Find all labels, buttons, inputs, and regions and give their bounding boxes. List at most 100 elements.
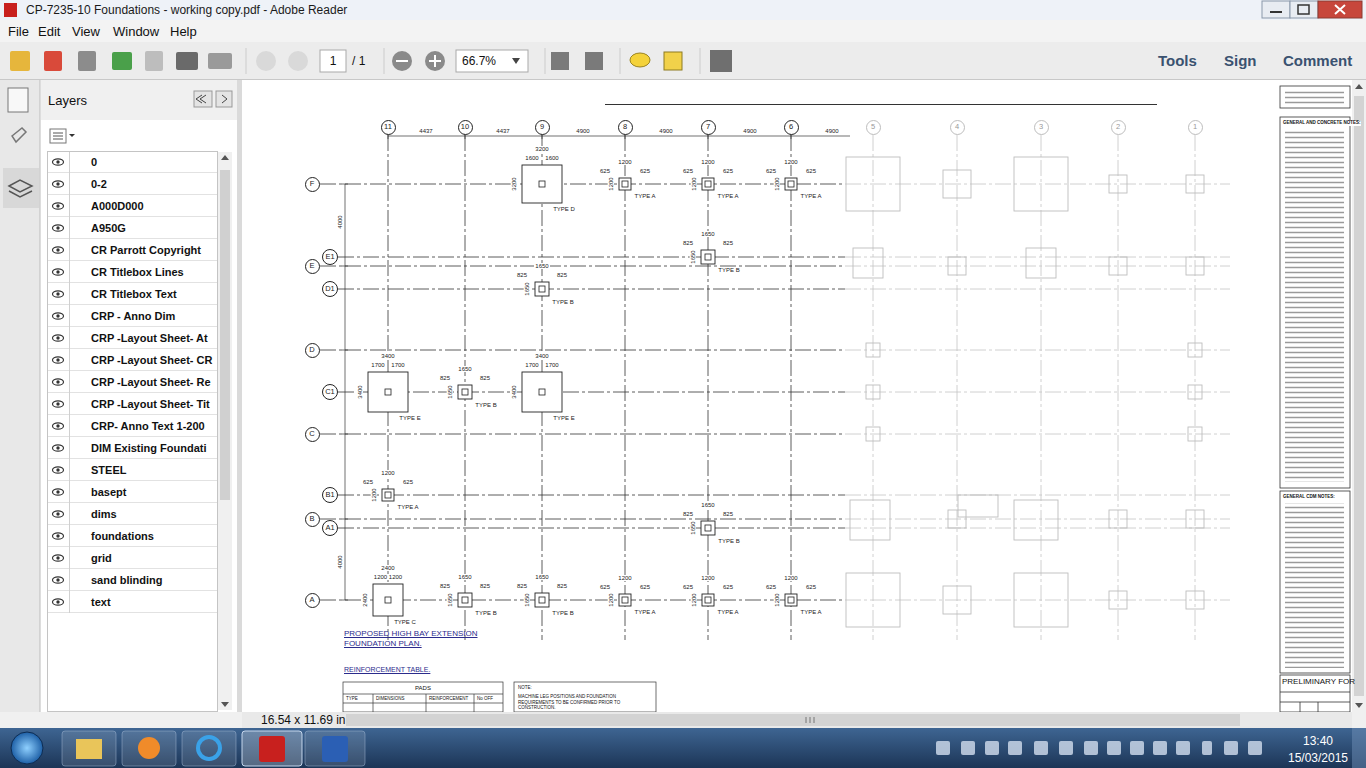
pad-type: TYPE A (633, 609, 656, 615)
dimension-text: 1700 (544, 362, 559, 368)
dimension-text: 1200 (700, 575, 715, 581)
dimension-text: 1650 (700, 231, 715, 237)
table-title: REINFORCEMENT TABLE. (344, 666, 430, 673)
layer-name: 0-2 (91, 179, 107, 190)
pad-type: TYPE E (398, 415, 421, 421)
dimension-text: 3400 (380, 353, 395, 359)
layer-name: A000D000 (91, 201, 144, 212)
dimension-text: 825 (556, 272, 568, 278)
dimension-text: 1650 (447, 592, 453, 607)
pad-type: TYPE A (716, 609, 739, 615)
grid-bubble: 5 (866, 120, 881, 135)
grid-bubble: 11 (381, 120, 396, 135)
grid-reference: 3 (1039, 123, 1043, 131)
dimension-text: 1200 (608, 176, 614, 191)
pad-type: TYPE A (799, 609, 822, 615)
panel-title: Layers (48, 94, 87, 107)
menu-item: Help (170, 25, 197, 38)
table-header: No OFF (477, 697, 493, 702)
dimension-text: 1650 (457, 366, 472, 372)
pad-type: TYPE B (551, 299, 574, 305)
page-size: 16.54 x 11.69 in (261, 714, 346, 726)
dimension-text: 825 (479, 375, 491, 381)
table-header: PADS (415, 685, 431, 691)
layer-name: DIM Existing Foundati (91, 443, 207, 454)
dimension-text: 1200 (774, 176, 780, 191)
zoom-value: 66.7% (462, 55, 496, 67)
grid-bubble: D (305, 343, 320, 358)
grid-bubble: A1 (322, 520, 338, 536)
pad-type: TYPE A (716, 193, 739, 199)
dimension-text: 1650 (700, 502, 715, 508)
layer-name: CRP- Anno Text 1-200 (91, 421, 205, 432)
dimension-text: 4900 (575, 128, 590, 134)
clock-date: 15/03/2015 (1288, 752, 1348, 764)
grid-bubble: E1 (322, 249, 338, 265)
dimension-text: 625 (722, 168, 734, 174)
dimension-text: 1200 (691, 592, 697, 607)
dimension-text: 1650 (690, 520, 696, 535)
pad-type: TYPE B (717, 267, 740, 273)
dimension-text: 625 (682, 168, 694, 174)
grid-reference: C1 (325, 388, 335, 396)
layer-name: CRP -Layout Sheet- At (91, 333, 208, 344)
dimension-text: 625 (805, 168, 817, 174)
grid-reference: A (309, 596, 314, 604)
dimension-text: 625 (682, 584, 694, 590)
grid-bubble: 7 (701, 120, 716, 135)
pad-type: TYPE A (633, 193, 656, 199)
menu-item: Window (113, 25, 159, 38)
dimension-text: 625 (599, 584, 611, 590)
table-header: DIMENSIONS (376, 697, 405, 702)
grid-reference: D1 (325, 285, 335, 293)
window-title: CP-7235-10 Foundations - working copy.pd… (26, 4, 347, 16)
layer-name: CRP -Layout Sheet- Re (91, 377, 211, 388)
dimension-text: 3200 (511, 176, 517, 191)
grid-bubble: 1 (1188, 120, 1203, 135)
dimension-text: 1650 (534, 574, 549, 580)
grid-reference: 7 (706, 123, 710, 131)
pad-type: TYPE D (552, 206, 576, 212)
dimension-text: 1650 (534, 263, 549, 269)
dimension-text: 625 (402, 479, 414, 485)
pad-type: TYPE B (551, 610, 574, 616)
layer-name: grid (91, 553, 112, 564)
layer-name: CR Titlebox Text (91, 289, 177, 300)
dimension-text: 625 (805, 584, 817, 590)
table-header: TYPE (346, 697, 358, 702)
grid-reference: A1 (325, 524, 334, 532)
grid-reference: B (309, 515, 314, 523)
layer-name: basept (91, 487, 126, 498)
title-block-text: PRELIMINARY FOR (1282, 678, 1355, 686)
grid-reference: 2 (1116, 123, 1120, 131)
layer-name: A950G (91, 223, 126, 234)
grid-reference: C (309, 430, 314, 438)
dimension-text: 3400 (511, 384, 517, 399)
grid-bubble: 3 (1034, 120, 1049, 135)
dimension-text: 1200 (617, 575, 632, 581)
layer-name: text (91, 597, 111, 608)
dimension-text: 825 (682, 240, 694, 246)
dimension-text: 825 (439, 375, 451, 381)
layer-name: STEEL (91, 465, 126, 476)
clock-time: 13:40 (1303, 735, 1333, 747)
page-count: / 1 (352, 55, 365, 67)
grid-reference: E1 (325, 253, 334, 261)
grid-bubble: 6 (784, 120, 799, 135)
pad-type: TYPE E (552, 415, 575, 421)
dimension-text: 1200 (774, 592, 780, 607)
dimension-text: 4900 (824, 128, 839, 134)
dimension-text: 4000 (337, 214, 343, 229)
menu-item: Edit (38, 25, 60, 38)
dimension-text: 1700 (524, 362, 539, 368)
notes-heading: GENERAL AND CONCRETE NOTES: (1283, 121, 1361, 126)
grid-reference: 9 (540, 123, 544, 131)
dimension-text: 4437 (418, 128, 433, 134)
grid-reference: D (309, 346, 314, 354)
grid-reference: 10 (461, 123, 469, 131)
dimension-text: 625 (599, 168, 611, 174)
plan-title: PROPOSED HIGH BAY EXTENSION FOUNDATION P… (344, 629, 494, 649)
dimension-text: 1600 (524, 155, 539, 161)
dimension-text: 825 (722, 240, 734, 246)
grid-bubble: F (305, 177, 320, 192)
